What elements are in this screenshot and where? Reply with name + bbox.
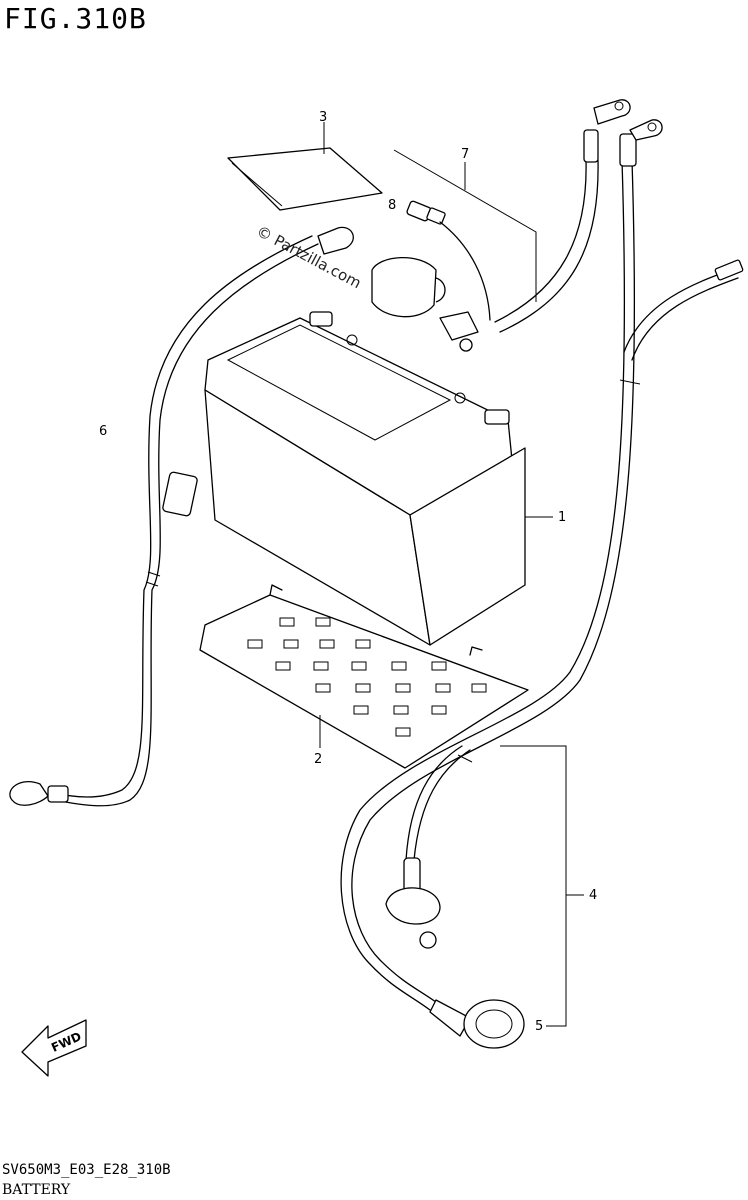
starter-lead-wire-part-4	[340, 119, 744, 1027]
terminal-cover	[371, 256, 446, 318]
callout-8: 8	[388, 198, 397, 213]
callout-6: 6	[99, 424, 108, 439]
callout-5: 5	[535, 1019, 544, 1034]
figure-name: BATTERY	[2, 1182, 71, 1198]
plus-lead-wire-part-7	[439, 99, 631, 352]
callout-2: 2	[314, 752, 323, 767]
battery-tray-part-2	[199, 584, 529, 769]
callout-1: 1	[558, 510, 567, 525]
figure-title: FIG.310B	[4, 2, 147, 35]
terminal-cap-part-5	[429, 999, 525, 1049]
battery-part-1	[204, 311, 553, 646]
label-sheet-part-3	[227, 122, 383, 211]
model-code: SV650M3_E03_E28_310B	[2, 1162, 171, 1178]
callout-3: 3	[319, 110, 328, 125]
callout-7: 7	[461, 147, 470, 162]
leader-7	[393, 149, 537, 302]
fwd-arrow-icon: FWD	[21, 1019, 87, 1077]
callout-4: 4	[589, 888, 598, 903]
minus-lead-wire-part-6	[9, 226, 354, 807]
fuse-connector-part-8	[406, 200, 491, 321]
